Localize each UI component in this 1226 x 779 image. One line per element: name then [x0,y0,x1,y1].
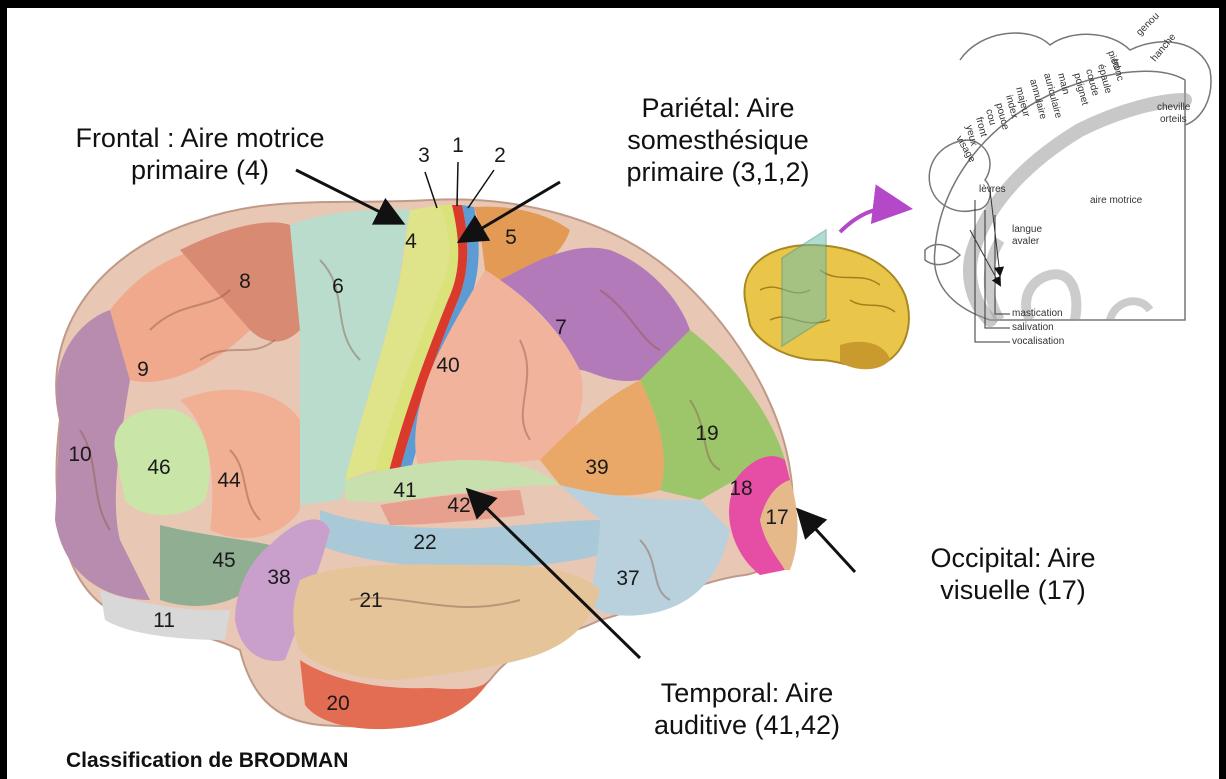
area-number-18: 18 [729,477,752,500]
area-number-2: 2 [494,144,506,167]
brain-lateral-view: 3 1 2 4 5 6 7 8 9 10 11 17 18 19 20 21 2… [55,134,798,729]
hom-part-18: langue [1012,224,1042,235]
parietal-label: Pariétal: Aire somesthésique primaire (3… [588,92,848,188]
small-brain-thumbnail [744,207,908,369]
frontal-label-line2: primaire (4) [40,154,360,186]
hom-function-2: vocalisation [1012,336,1064,347]
area-number-42: 42 [447,494,470,517]
area-number-38: 38 [267,566,290,589]
area-21 [293,564,600,680]
area-number-44: 44 [217,469,241,492]
area-number-10: 10 [68,443,91,466]
motor-homunculus: pied genou hanche tronc épaule coude poi… [925,11,1211,347]
area-number-5: 5 [505,226,517,249]
area-number-21: 21 [359,589,382,612]
area-number-39: 39 [585,456,608,479]
area-number-6: 6 [332,275,344,298]
temporal-label-line2: auditive (41,42) [622,709,872,741]
temporal-label: Temporal: Aire auditive (41,42) [622,677,872,741]
occipital-label: Occipital: Aire visuelle (17) [893,542,1133,606]
area-number-45: 45 [212,549,235,572]
area-number-1: 1 [452,134,464,157]
hom-part-1: genou [1134,11,1161,38]
hom-part-20: cheville [1157,102,1191,113]
hom-part-19: avaler [1012,236,1040,247]
section-arrow [840,207,905,232]
area-number-40: 40 [436,354,459,377]
leader-1 [457,162,458,206]
occipital-label-line1: Occipital: Aire [893,542,1133,574]
occipital-label-line2: visuelle (17) [893,574,1133,606]
area-number-41: 41 [393,479,416,502]
hom-area-label: aire motrice [1090,195,1143,206]
area-number-3: 3 [418,144,430,167]
area-number-9: 9 [137,358,149,381]
frontal-label-line1: Frontal : Aire motrice [40,122,360,154]
figure-caption: Classification de BRODMAN [66,749,348,773]
hom-function-0: mastication [1012,308,1063,319]
arrow-occipital [800,512,855,572]
area-number-19: 19 [695,422,718,445]
area-number-46: 46 [147,456,170,479]
parietal-label-line2: somesthésique [588,124,848,156]
parietal-label-line3: primaire (3,1,2) [588,156,848,188]
area-number-37: 37 [616,567,639,590]
area-number-8: 8 [239,270,251,293]
parietal-label-line1: Pariétal: Aire [588,92,848,124]
area-number-4: 4 [405,230,417,253]
frontal-label: Frontal : Aire motrice primaire (4) [40,122,360,186]
hom-part-21: orteils [1160,114,1187,125]
hom-part-17: lèvres [979,184,1006,195]
temporal-label-line1: Temporal: Aire [622,677,872,709]
area-number-7: 7 [555,316,567,339]
hom-part-2: hanche [1149,31,1179,64]
area-number-22: 22 [413,531,436,554]
hom-function-1: salivation [1012,322,1054,333]
area-number-17: 17 [765,506,788,529]
area-number-11: 11 [153,609,175,632]
area-number-20: 20 [326,692,349,715]
